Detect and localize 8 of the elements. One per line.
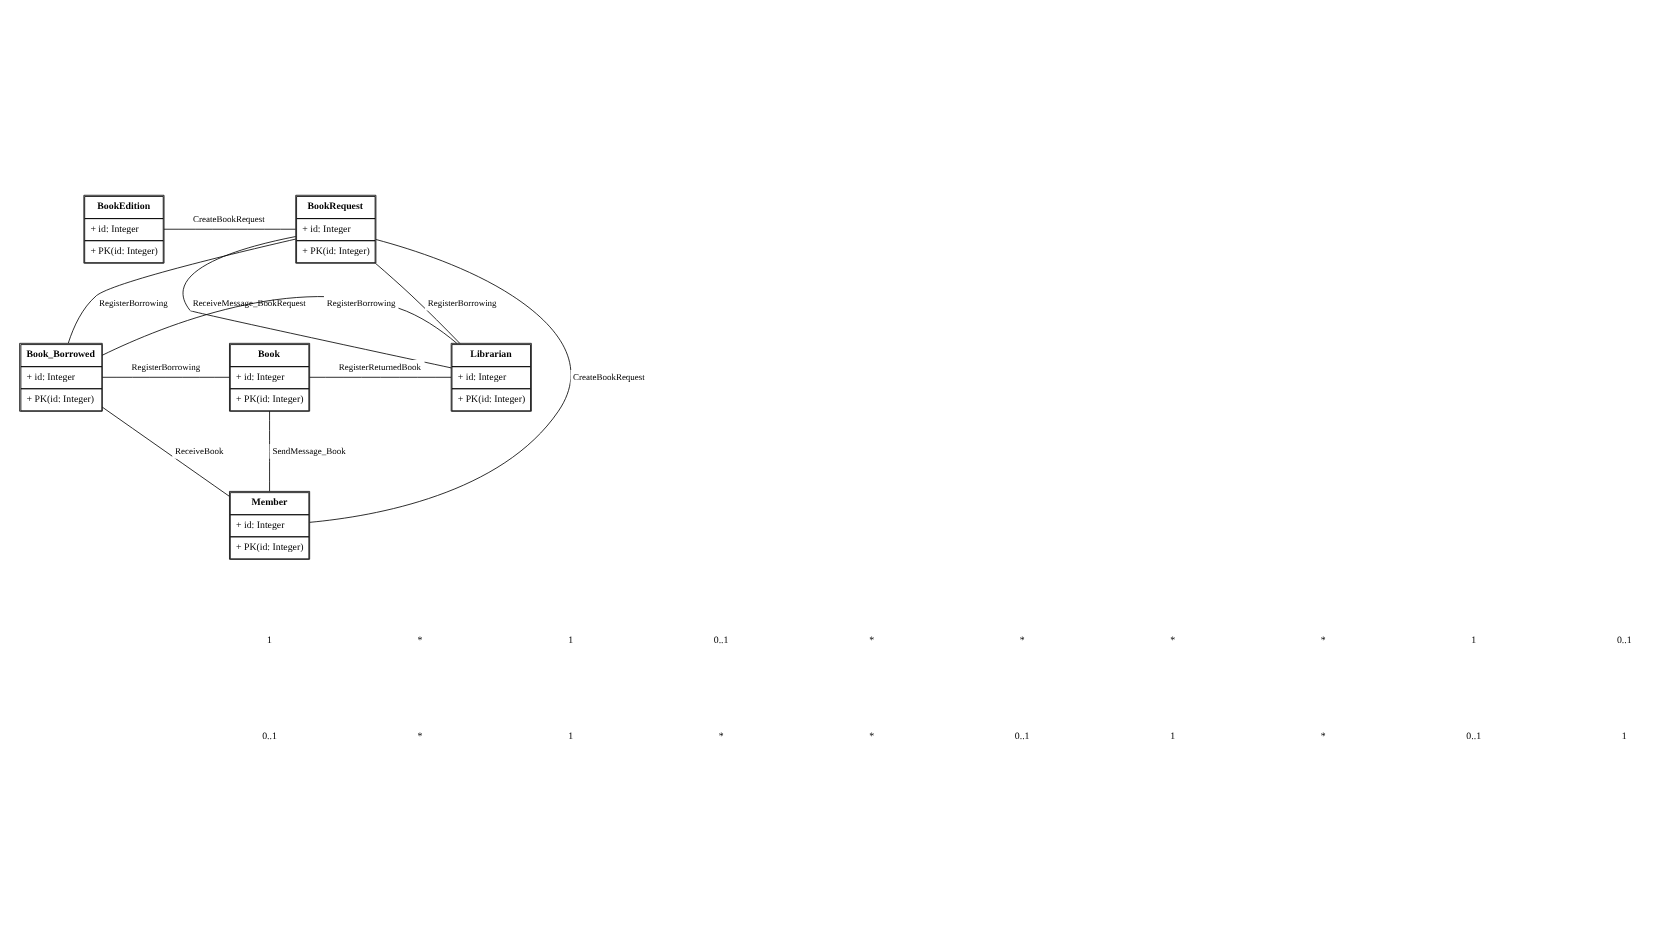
connector: [163, 227, 296, 229]
connector: [309, 238, 572, 522]
connector: [182, 235, 452, 368]
connector: [102, 375, 230, 377]
connector: [375, 261, 461, 343]
connector: [309, 375, 452, 377]
connector: [67, 237, 296, 343]
connector: [269, 409, 270, 491]
